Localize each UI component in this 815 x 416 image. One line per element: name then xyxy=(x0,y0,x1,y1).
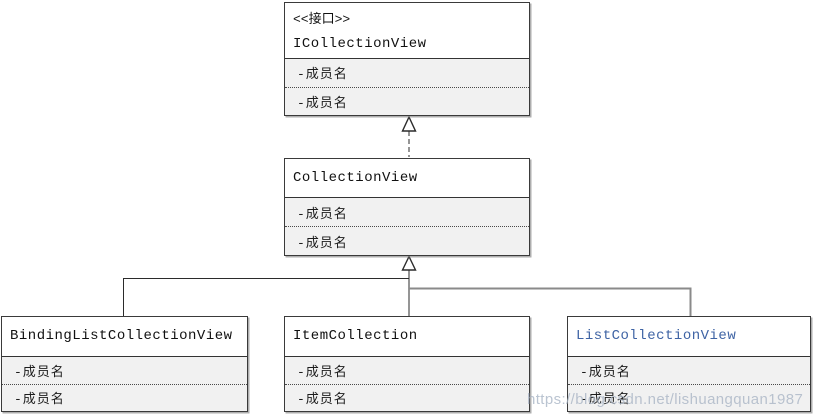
member-row: -成员名 xyxy=(285,59,529,88)
class-box-collectionview: CollectionView -成员名 -成员名 xyxy=(284,158,530,256)
class-header: ItemCollection xyxy=(285,317,529,357)
members-section: -成员名 -成员名 xyxy=(2,357,247,411)
member-row: -成员名 xyxy=(285,357,529,385)
class-header: <<接口>> ICollectionView xyxy=(285,3,529,59)
member-row: -成员名 xyxy=(580,392,631,408)
class-name: ListCollectionView xyxy=(576,328,737,344)
member-row: -成员名 xyxy=(14,392,65,408)
member-row: -成员名 xyxy=(297,235,348,251)
class-header: BindingListCollectionView xyxy=(2,317,247,357)
member-row: -成员名 xyxy=(297,392,348,408)
member-row: -成员名 xyxy=(2,357,247,385)
member-row: -成员名 xyxy=(568,357,810,385)
member-row: -成员名 xyxy=(285,198,529,227)
members-section: -成员名 -成员名 xyxy=(285,357,529,411)
class-header: ListCollectionView xyxy=(568,317,810,357)
stereotype-label: <<接口>> xyxy=(293,12,351,27)
class-box-icollectionview: <<接口>> ICollectionView -成员名 -成员名 xyxy=(284,2,530,116)
member-row: -成员名 xyxy=(297,95,348,111)
class-name: ItemCollection xyxy=(293,328,418,344)
realization-connector xyxy=(401,115,417,157)
members-section: -成员名 -成员名 xyxy=(285,198,529,255)
hollow-triangle-arrowhead xyxy=(401,254,417,271)
class-name: BindingListCollectionView xyxy=(10,328,233,344)
class-box-listcollectionview: ListCollectionView -成员名 -成员名 xyxy=(567,316,811,412)
class-box-itemcollection: ItemCollection -成员名 -成员名 xyxy=(284,316,530,412)
members-section: -成员名 -成员名 xyxy=(285,59,529,115)
class-header: CollectionView xyxy=(285,159,529,198)
class-box-bindinglistcollectionview: BindingListCollectionView -成员名 -成员名 xyxy=(1,316,248,412)
members-section: -成员名 -成员名 xyxy=(568,357,810,411)
class-name: ICollectionView xyxy=(293,36,427,52)
generalization-connector xyxy=(122,254,692,316)
class-name: CollectionView xyxy=(293,169,418,186)
generalization-branch-left xyxy=(122,277,409,316)
generalization-branch-right xyxy=(409,287,692,316)
